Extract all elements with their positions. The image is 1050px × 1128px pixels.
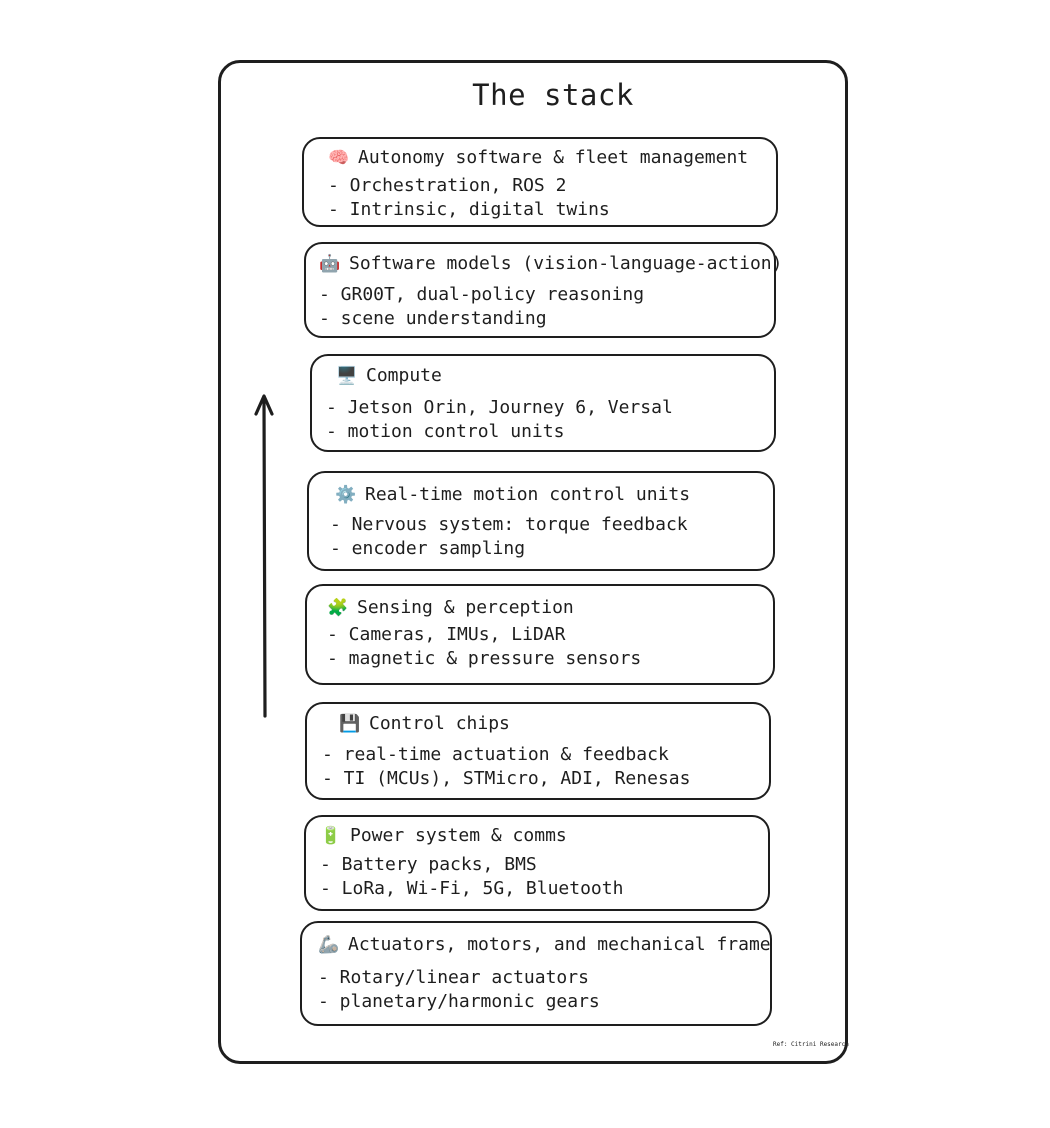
desktop-computer-icon: 🖥️ <box>336 366 358 386</box>
layer-detail-line: - Nervous system: torque feedback <box>330 514 688 535</box>
layer-detail-line: - LoRa, Wi-Fi, 5G, Bluetooth <box>320 878 624 899</box>
puzzle-piece-icon: 🧩 <box>327 598 349 618</box>
layer-heading: Software models (vision-language-action) <box>349 253 783 274</box>
layer-heading-row: 🧠 Autonomy software & fleet management <box>328 147 748 169</box>
upward-arrow <box>254 394 274 718</box>
layer-heading: Compute <box>366 365 442 386</box>
layer-detail-line: - motion control units <box>326 421 565 442</box>
floppy-disk-icon: 💾 <box>339 714 361 734</box>
stack-frame <box>218 60 848 1064</box>
layer-detail-line: - Rotary/linear actuators <box>318 967 589 988</box>
layer-heading: Autonomy software & fleet management <box>358 147 749 168</box>
layer-detail-line: - Cameras, IMUs, LiDAR <box>327 624 566 645</box>
layer-detail-line: - Intrinsic, digital twins <box>328 199 610 220</box>
stack-layer: ⚙️ Real-time motion control units - Nervou… <box>307 471 775 571</box>
layer-heading-row: 🦾 Actuators, motors, and mechanical frame <box>318 934 771 956</box>
gear-icon: ⚙️ <box>335 485 357 505</box>
layer-detail-line: - GR00T, dual-policy reasoning <box>319 284 645 305</box>
stack-layer: 🧠 Autonomy software & fleet management - O… <box>302 137 778 227</box>
stack-layer: 🔋 Power system & comms - Battery packs, BM… <box>304 815 770 911</box>
battery-icon: 🔋 <box>320 826 342 846</box>
layer-detail-line: - Jetson Orin, Journey 6, Versal <box>326 397 673 418</box>
layer-heading-row: 🧩 Sensing & perception <box>327 597 574 619</box>
layer-heading-row: 🔋 Power system & comms <box>320 825 567 847</box>
layer-heading: Power system & comms <box>350 825 567 846</box>
layer-detail-line: - Orchestration, ROS 2 <box>328 175 567 196</box>
layer-detail-line: - encoder sampling <box>330 538 526 559</box>
layer-heading-row: 🖥️ Compute <box>336 365 442 387</box>
stack-layer: 🖥️ Compute - Jetson Orin, Journey 6, Versa… <box>310 354 776 452</box>
layer-heading: Actuators, motors, and mechanical frame <box>348 934 771 955</box>
mechanical-arm-icon: 🦾 <box>318 935 340 955</box>
layer-detail-line: - scene understanding <box>319 308 547 329</box>
layer-heading-row: 💾 Control chips <box>339 713 510 735</box>
layer-detail-line: - real-time actuation & feedback <box>322 744 669 765</box>
stack-layer: 🧩 Sensing & perception - Cameras, IMUs, Li… <box>305 584 775 685</box>
stack-layer: 🤖 Software models (vision-language-action… <box>304 242 782 338</box>
layer-heading-row: 🤖 Software models (vision-language-action… <box>319 253 782 275</box>
diagram-title: The stack <box>472 78 634 112</box>
layer-detail-line: - magnetic & pressure sensors <box>327 648 642 669</box>
stack-layer: 💾 Control chips - real-time actuation & fe… <box>305 702 771 800</box>
layer-heading-row: ⚙️ Real-time motion control units <box>335 484 690 506</box>
layer-heading: Control chips <box>369 713 510 734</box>
layer-detail-line: - Battery packs, BMS <box>320 854 537 875</box>
layer-detail-line: - TI (MCUs), STMicro, ADI, Renesas <box>322 768 691 789</box>
reference-footnote: Ref: Citrini Research <box>773 1041 849 1048</box>
robot-icon: 🤖 <box>319 254 341 274</box>
layer-detail-line: - planetary/harmonic gears <box>318 991 600 1012</box>
brain-icon: 🧠 <box>328 148 350 168</box>
layer-heading: Real-time motion control units <box>365 484 691 505</box>
stack-layer: 🦾 Actuators, motors, and mechanical frame… <box>300 921 772 1026</box>
layer-heading: Sensing & perception <box>357 597 574 618</box>
